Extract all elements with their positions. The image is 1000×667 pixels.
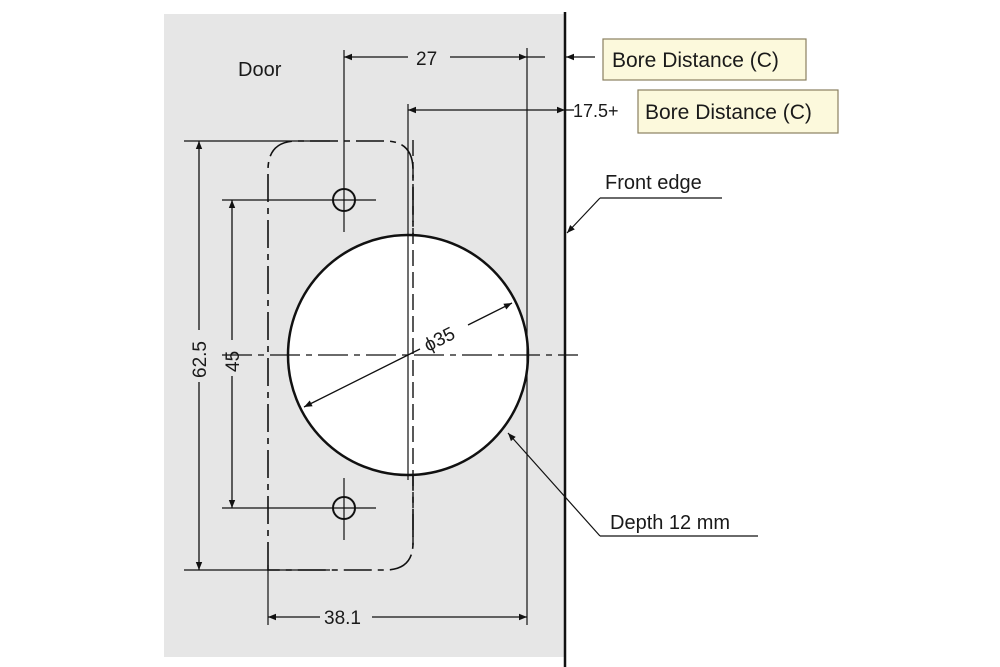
svg-text:62.5: 62.5 [190,341,211,378]
svg-text:Depth 12 mm: Depth 12 mm [610,512,730,534]
svg-text:Bore Distance (C): Bore Distance (C) [645,101,812,124]
svg-text:Bore Distance (C): Bore Distance (C) [612,49,779,72]
dimension-45: 45 [223,200,244,508]
svg-text:27: 27 [416,49,437,70]
depth-callout: Depth 12 mm [507,432,758,537]
dimension-62-5: 62.5 [190,141,211,570]
front-edge-callout: Front edge [566,172,722,234]
svg-text:45: 45 [223,351,244,372]
svg-text:38.1: 38.1 [324,608,361,629]
dimension-38-1: 38.1 [268,608,527,629]
dimension-17-5: 17.5+ [408,101,619,121]
bore-distance-label-1: Bore Distance (C) [602,38,807,81]
hinge-plate-outline [267,140,414,571]
bore-prefix-label: 17.5+ [573,101,619,121]
bore-distance-label-2: Bore Distance (C) [637,89,839,134]
svg-text:Front edge: Front edge [605,172,702,194]
door-label: Door [238,59,282,81]
screw-hole-bottom [222,478,376,540]
dimension-27: 27 [344,49,595,70]
